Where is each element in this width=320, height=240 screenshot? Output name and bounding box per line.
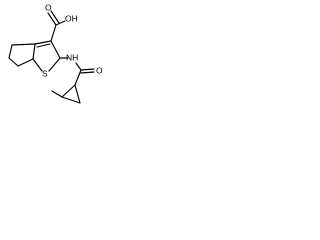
bond-th-c3a-c3	[34, 40, 52, 45]
bond-cooh-o-double-a	[47, 12, 57, 26]
bond-c3-cooh	[50, 24, 57, 42]
bond-cp-5	[11, 43, 36, 46]
atom-labels: OH O S NH O	[42, 2, 103, 78]
thiophene-sulfur-label: S	[42, 68, 48, 78]
bond-th-c3-c2	[50, 40, 61, 59]
bond-cp-3	[17, 58, 34, 67]
carbonyl-oxygen-label-1: O	[45, 2, 52, 12]
bond-cpr-1	[74, 84, 81, 104]
bond-cpr-methyl	[51, 90, 63, 98]
carboxyl-oh-label: OH	[65, 13, 78, 23]
bond-th-c3a-c3-inner	[36, 43, 51, 48]
amide-nh-label: NH	[66, 52, 78, 62]
bond-co-o-double-b	[80, 71, 95, 74]
bond-nh-co	[75, 62, 82, 71]
bond-cp-2	[8, 57, 19, 67]
bond-th-c2-s	[48, 57, 61, 72]
bond-co-cyclopropyl	[74, 69, 82, 86]
bond-lines	[8, 10, 95, 104]
carbonyl-oxygen-label-2: O	[96, 65, 103, 75]
bond-cooh-oh	[55, 20, 66, 26]
bond-cooh-o-double-b	[50, 10, 60, 24]
bond-cp-1	[8, 44, 13, 59]
bond-cpr-3	[61, 84, 76, 98]
chemical-structure-diagram: OH O S NH O	[8, 2, 103, 104]
bond-co-o-double-a	[80, 68, 95, 71]
bond-cp-4	[32, 43, 36, 60]
bond-cpr-2	[61, 96, 81, 104]
bond-th-s-c6a	[32, 58, 43, 72]
